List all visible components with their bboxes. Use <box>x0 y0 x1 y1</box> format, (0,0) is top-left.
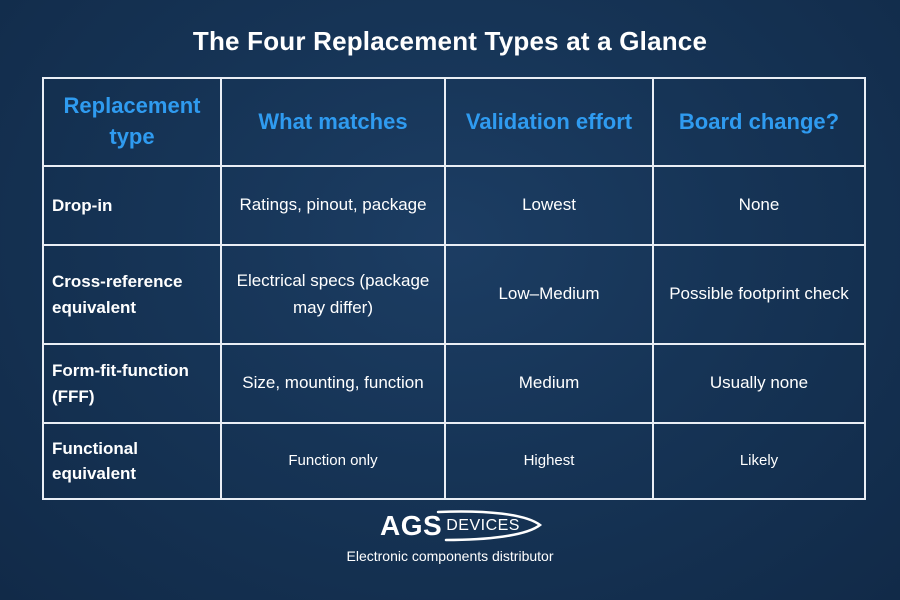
company-logo: AGS DEVICES <box>0 510 900 542</box>
header-replacement-type: Replacement type <box>42 77 222 167</box>
row-type: Form-fit-function (FFF) <box>42 343 222 424</box>
row-board-change: Usually none <box>652 343 866 424</box>
row-validation-effort: Highest <box>444 422 654 500</box>
row-what-matches: Function only <box>220 422 446 500</box>
row-what-matches: Electrical specs (package may differ) <box>220 244 446 345</box>
row-what-matches: Ratings, pinout, package <box>220 165 446 246</box>
row-what-matches: Size, mounting, function <box>220 343 446 424</box>
logo-secondary-text: DEVICES <box>446 517 520 534</box>
row-type: Drop-in <box>42 165 222 246</box>
logo-primary-text: AGS <box>380 510 443 541</box>
row-board-change: None <box>652 165 866 246</box>
row-type: Functional equivalent <box>42 422 222 500</box>
header-validation-effort: Validation effort <box>444 77 654 167</box>
header-board-change: Board change? <box>652 77 866 167</box>
table-row: Cross-reference equivalent Electrical sp… <box>42 244 866 345</box>
row-validation-effort: Medium <box>444 343 654 424</box>
table-row: Drop-in Ratings, pinout, package Lowest … <box>42 165 866 246</box>
row-board-change: Possible footprint check <box>652 244 866 345</box>
table-row: Form-fit-function (FFF) Size, mounting, … <box>42 343 866 424</box>
replacement-types-table: Replacement type What matches Validation… <box>42 77 866 500</box>
row-type: Cross-reference equivalent <box>42 244 222 345</box>
page-title: The Four Replacement Types at a Glance <box>192 26 708 56</box>
row-validation-effort: Lowest <box>444 165 654 246</box>
table-header-row: Replacement type What matches Validation… <box>42 77 866 167</box>
row-validation-effort: Low–Medium <box>444 244 654 345</box>
tagline: Electronic components distributor <box>346 548 554 564</box>
logo-swoosh-icon <box>436 510 543 542</box>
header-what-matches: What matches <box>220 77 446 167</box>
row-board-change: Likely <box>652 422 866 500</box>
table-row: Functional equivalent Function only High… <box>42 422 866 500</box>
